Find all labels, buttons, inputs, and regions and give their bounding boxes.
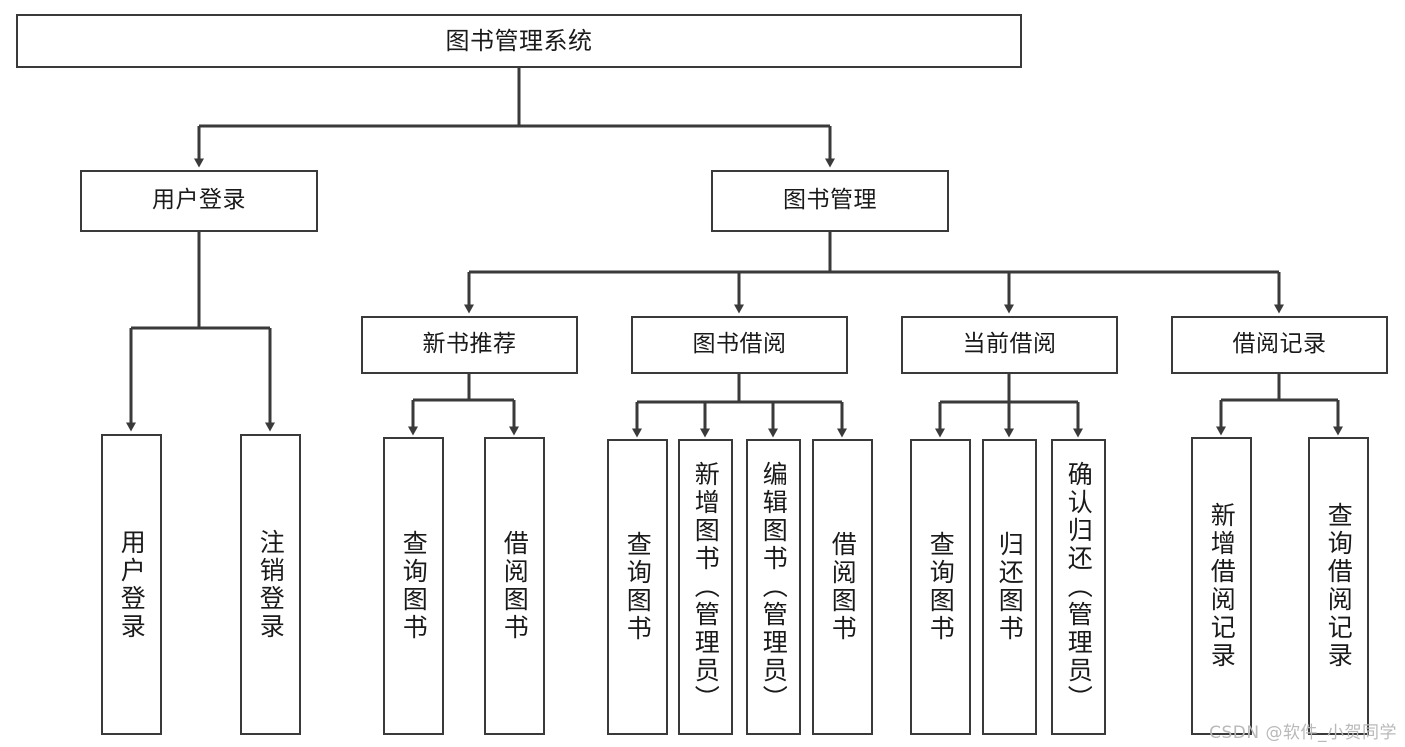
node-book-manage[interactable]: 图书管理: [711, 170, 949, 232]
node-current-borrow[interactable]: 当前借阅: [901, 316, 1118, 374]
leaf-query-book-1[interactable]: 查询图书: [383, 437, 444, 735]
node-book-borrow[interactable]: 图书借阅: [631, 316, 848, 374]
leaf-add-book[interactable]: 新增图书（管理员）: [678, 439, 733, 735]
node-current-borrow-label: 当前借阅: [962, 331, 1057, 358]
leaf-add-record-label: 新增借阅记录: [1207, 502, 1237, 670]
leaf-confirm-return-label: 确认归还（管理员）: [1064, 461, 1094, 713]
leaf-query-book-3-label: 查询图书: [926, 531, 956, 643]
node-new-book-rec-label: 新书推荐: [422, 331, 517, 358]
node-user-login[interactable]: 用户登录: [80, 170, 318, 232]
leaf-user-login[interactable]: 用户登录: [101, 434, 162, 735]
leaf-borrow-book-1-label: 借阅图书: [500, 530, 530, 642]
leaf-user-login-label: 用户登录: [117, 528, 147, 641]
node-root-label: 图书管理系统: [445, 26, 593, 55]
leaf-query-book-3[interactable]: 查询图书: [910, 439, 971, 735]
leaf-borrow-book-2-label: 借阅图书: [828, 531, 858, 643]
leaf-user-logout[interactable]: 注销登录: [240, 434, 301, 735]
leaf-query-record[interactable]: 查询借阅记录: [1308, 437, 1369, 735]
leaf-edit-book[interactable]: 编辑图书（管理员）: [746, 439, 801, 735]
leaf-add-book-label: 新增图书（管理员）: [691, 461, 721, 713]
node-user-login-label: 用户登录: [152, 187, 246, 214]
node-borrow-record[interactable]: 借阅记录: [1171, 316, 1388, 374]
csdn-watermark: CSDN @软件_小贺同学: [1209, 723, 1397, 743]
leaf-borrow-book-2[interactable]: 借阅图书: [812, 439, 873, 735]
node-new-book-rec[interactable]: 新书推荐: [361, 316, 578, 374]
leaf-add-record[interactable]: 新增借阅记录: [1191, 437, 1252, 735]
node-root[interactable]: 图书管理系统: [16, 14, 1022, 68]
leaf-user-logout-label: 注销登录: [256, 528, 286, 641]
leaf-query-book-1-label: 查询图书: [399, 530, 429, 642]
leaf-query-book-2[interactable]: 查询图书: [607, 439, 668, 735]
leaf-edit-book-label: 编辑图书（管理员）: [759, 461, 789, 713]
node-book-borrow-label: 图书借阅: [692, 331, 787, 358]
leaf-return-book[interactable]: 归还图书: [982, 439, 1037, 735]
leaf-confirm-return[interactable]: 确认归还（管理员）: [1051, 439, 1106, 735]
node-book-manage-label: 图书管理: [783, 187, 877, 214]
leaf-query-record-label: 查询借阅记录: [1324, 502, 1354, 670]
leaf-query-book-2-label: 查询图书: [623, 531, 653, 643]
node-borrow-record-label: 借阅记录: [1232, 331, 1327, 358]
leaf-return-book-label: 归还图书: [995, 531, 1025, 643]
leaf-borrow-book-1[interactable]: 借阅图书: [484, 437, 545, 735]
